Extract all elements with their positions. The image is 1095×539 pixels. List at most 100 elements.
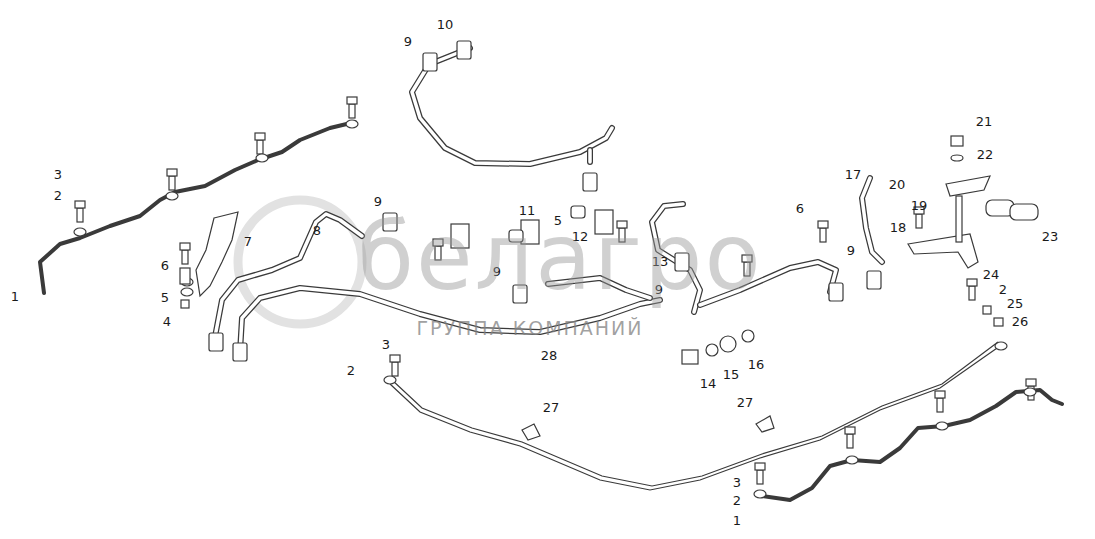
callout-number: 9 bbox=[404, 35, 412, 48]
bolt bbox=[969, 286, 975, 300]
callout-number: 16 bbox=[748, 358, 765, 371]
bolt bbox=[937, 398, 943, 412]
spacer bbox=[180, 268, 190, 284]
washer bbox=[846, 456, 858, 464]
seal bbox=[994, 318, 1003, 326]
bolt-head bbox=[755, 463, 765, 470]
watermark: ГРУППА КОМПАНИЙ bbox=[416, 319, 643, 338]
callout-number: 4 bbox=[163, 315, 171, 328]
callout-number: 5 bbox=[161, 291, 169, 304]
callout-number: 9 bbox=[847, 244, 855, 257]
fitting-nut bbox=[457, 41, 471, 59]
bolt-head bbox=[167, 169, 177, 176]
bolt bbox=[257, 140, 263, 154]
pipe-inner bbox=[214, 214, 362, 342]
callout-number: 1 bbox=[733, 514, 741, 527]
bolt bbox=[757, 470, 763, 484]
bolt bbox=[682, 350, 698, 364]
clamp bbox=[756, 416, 774, 432]
bolt-head bbox=[347, 97, 357, 104]
pipe-inner bbox=[862, 178, 882, 262]
washer bbox=[346, 120, 358, 128]
callout-number: 17 bbox=[845, 168, 862, 181]
callout-number: 27 bbox=[737, 396, 754, 409]
bolt bbox=[182, 250, 188, 264]
pipe bbox=[392, 342, 998, 486]
callout-number: 22 bbox=[977, 148, 994, 161]
callout-number: 21 bbox=[976, 115, 993, 128]
callout-number: 28 bbox=[541, 349, 558, 362]
nut bbox=[181, 300, 189, 308]
bolt bbox=[392, 362, 398, 376]
callout-number: 23 bbox=[1042, 230, 1059, 243]
pipe bbox=[412, 66, 612, 164]
callout-number: 9 bbox=[374, 195, 382, 208]
callout-number: 26 bbox=[1012, 315, 1029, 328]
washer bbox=[995, 342, 1007, 350]
callout-number: 6 bbox=[161, 259, 169, 272]
bolt bbox=[77, 208, 83, 222]
pipe bbox=[390, 346, 1000, 490]
washer bbox=[936, 422, 948, 430]
callout-number: 10 bbox=[437, 18, 454, 31]
pipe bbox=[214, 214, 362, 342]
bolt-head bbox=[255, 133, 265, 140]
callout-number: 2 bbox=[733, 494, 741, 507]
stud bbox=[956, 196, 962, 242]
bolt-head bbox=[1026, 379, 1036, 386]
watermark: белагро bbox=[357, 212, 763, 304]
fitting-nut bbox=[423, 53, 437, 71]
bolt-head bbox=[390, 355, 400, 362]
callout-number: 24 bbox=[983, 268, 1000, 281]
fitting-nut bbox=[867, 271, 881, 289]
nut bbox=[951, 136, 963, 146]
callout-number: 1 bbox=[11, 290, 19, 303]
bracket bbox=[908, 234, 978, 268]
washer bbox=[983, 306, 991, 314]
callout-number: 2 bbox=[347, 364, 355, 377]
bracket bbox=[946, 176, 990, 196]
bolt-head bbox=[845, 427, 855, 434]
callout-number: 18 bbox=[890, 221, 907, 234]
fitting-nut bbox=[583, 173, 597, 191]
fitting-nut bbox=[209, 333, 223, 351]
callout-number: 6 bbox=[796, 202, 804, 215]
bolt-head bbox=[967, 279, 977, 286]
bracket bbox=[196, 212, 238, 296]
callout-number: 3 bbox=[54, 168, 62, 181]
washer bbox=[1024, 388, 1036, 396]
washer bbox=[706, 344, 718, 356]
bolt bbox=[820, 228, 826, 242]
pipe-inner bbox=[412, 66, 612, 164]
pipe-inner bbox=[588, 150, 592, 162]
washer bbox=[74, 228, 86, 236]
callout-number: 27 bbox=[543, 401, 560, 414]
pipe bbox=[862, 178, 882, 262]
pipe bbox=[587, 150, 593, 162]
washer bbox=[951, 155, 963, 161]
callout-number: 15 bbox=[723, 368, 740, 381]
bolt-head bbox=[180, 243, 190, 250]
fitting-nut bbox=[829, 283, 843, 301]
bolt bbox=[349, 104, 355, 118]
sleeve bbox=[1010, 204, 1038, 220]
washer bbox=[754, 490, 766, 498]
fitting-nut bbox=[233, 343, 247, 361]
callout-number: 20 bbox=[889, 178, 906, 191]
callout-number: 8 bbox=[313, 224, 321, 237]
fitting bbox=[720, 336, 736, 352]
washer bbox=[256, 154, 268, 162]
washer bbox=[384, 376, 396, 384]
washer bbox=[742, 330, 754, 342]
clamp bbox=[522, 424, 540, 440]
callout-number: 2 bbox=[54, 189, 62, 202]
callout-number: 3 bbox=[733, 476, 741, 489]
callout-number: 7 bbox=[244, 235, 252, 248]
bolt bbox=[916, 214, 922, 228]
bolt-head bbox=[75, 201, 85, 208]
bolt bbox=[847, 434, 853, 448]
bolt-head bbox=[818, 221, 828, 228]
callout-number: 3 bbox=[382, 338, 390, 351]
washer bbox=[181, 288, 193, 296]
